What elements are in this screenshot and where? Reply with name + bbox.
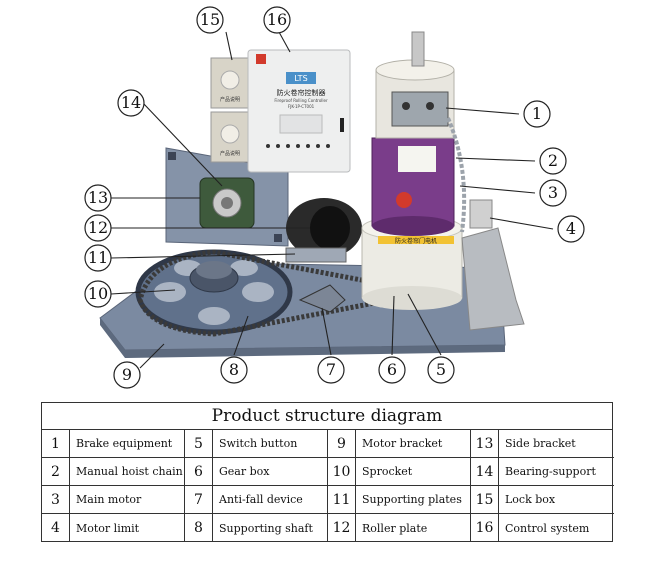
part-number: 12 — [328, 514, 356, 542]
control-system-box — [247, 49, 351, 173]
svg-text:14: 14 — [121, 93, 141, 112]
svg-text:8: 8 — [229, 360, 239, 379]
callout-14: 14 — [117, 89, 145, 117]
gearbox-label: 防火卷帘门电机 — [395, 237, 437, 245]
supporting-plates — [285, 247, 347, 263]
part-number: 16 — [471, 514, 499, 542]
part-name: Supporting plates — [356, 486, 471, 514]
part-name: Supporting shaft — [213, 514, 328, 542]
manual-hoist-chain — [446, 117, 467, 233]
part-name: Anti-fall device — [213, 486, 328, 514]
callout-7: 7 — [317, 356, 345, 384]
svg-text:2: 2 — [548, 151, 558, 170]
svg-text:16: 16 — [267, 10, 287, 29]
callout-5: 5 — [427, 356, 455, 384]
part-name: Switch button — [213, 430, 328, 458]
brand-badge — [286, 72, 316, 84]
part-number: 3 — [42, 486, 70, 514]
part-name: Side bracket — [499, 430, 614, 458]
part-number: 15 — [471, 486, 499, 514]
callout-9: 9 — [113, 361, 141, 389]
part-name: Control system — [505, 521, 590, 535]
motor-limit — [469, 199, 493, 229]
svg-text:11: 11 — [88, 248, 108, 267]
svg-text:13: 13 — [88, 188, 108, 207]
product-photo: 防火卷帘门电机 产品说明 产品说明 LTS 防火卷帘控制器 Fireproof … — [84, 6, 585, 389]
part-name: Motor limit — [70, 514, 185, 542]
callout-11: 11 — [84, 244, 112, 272]
controller-subtitle: Fireproof Rolling Controller — [274, 98, 328, 103]
part-name: Bearing-support — [499, 458, 614, 486]
part-name: Sprocket — [356, 458, 471, 486]
svg-text:10: 10 — [88, 284, 108, 303]
svg-text:3: 3 — [548, 183, 558, 202]
part-number: 11 — [328, 486, 356, 514]
anti-fall-device — [298, 284, 346, 313]
part-name: Main motor — [70, 486, 185, 514]
callout-12: 12 — [84, 214, 112, 242]
callout-6: 6 — [378, 356, 406, 384]
part-number: 1 — [42, 430, 70, 458]
part-name: Gear box — [213, 458, 328, 486]
part-number: 14 — [471, 458, 499, 486]
controller-model: FJK-1P-CT001 — [288, 104, 315, 109]
callout-4: 4 — [557, 215, 585, 243]
part-number: 9 — [328, 430, 356, 458]
callout-15: 15 — [196, 6, 224, 34]
svg-text:LTS: LTS — [294, 74, 307, 83]
svg-text:5: 5 — [436, 360, 446, 379]
svg-text:产品说明: 产品说明 — [220, 150, 240, 157]
callout-1: 1 — [523, 100, 551, 128]
part-name: Motor bracket — [356, 430, 471, 458]
svg-text:4: 4 — [566, 219, 576, 238]
part-number: 10 — [328, 458, 356, 486]
callout-16: 16 — [263, 6, 291, 34]
part-name: Manual hoist chain — [70, 458, 185, 486]
part-number: 8 — [185, 514, 213, 542]
part-number: 7 — [185, 486, 213, 514]
controller-title: 防火卷帘控制器 — [277, 88, 326, 97]
callout-10: 10 — [84, 280, 112, 308]
table-title: Product structure diagram — [42, 403, 612, 430]
part-number: 6 — [185, 458, 213, 486]
svg-text:6: 6 — [387, 360, 397, 379]
callout-13: 13 — [84, 184, 112, 212]
part-number: 4 — [42, 514, 70, 542]
chain-bag — [461, 227, 525, 331]
svg-text:7: 7 — [326, 360, 336, 379]
part-name: Lock box — [499, 486, 614, 514]
part-number: 2 — [42, 458, 70, 486]
svg-text:15: 15 — [200, 10, 220, 29]
callout-2: 2 — [539, 147, 567, 175]
callout-3: 3 — [539, 179, 567, 207]
part-name: Brake equipment — [70, 430, 185, 458]
part-number: 5 — [185, 430, 213, 458]
svg-text:12: 12 — [88, 218, 108, 237]
callouts: 1 2 3 4 5 6 7 8 9 10 11 12 13 14 15 16 — [84, 6, 585, 389]
part-name: Roller plate — [356, 514, 471, 542]
svg-text:1: 1 — [532, 104, 542, 123]
svg-text:9: 9 — [122, 365, 132, 384]
brake-equipment — [391, 91, 449, 127]
svg-text:产品说明: 产品说明 — [220, 96, 240, 103]
callout-8: 8 — [220, 356, 248, 384]
part-number: 13 — [471, 430, 499, 458]
